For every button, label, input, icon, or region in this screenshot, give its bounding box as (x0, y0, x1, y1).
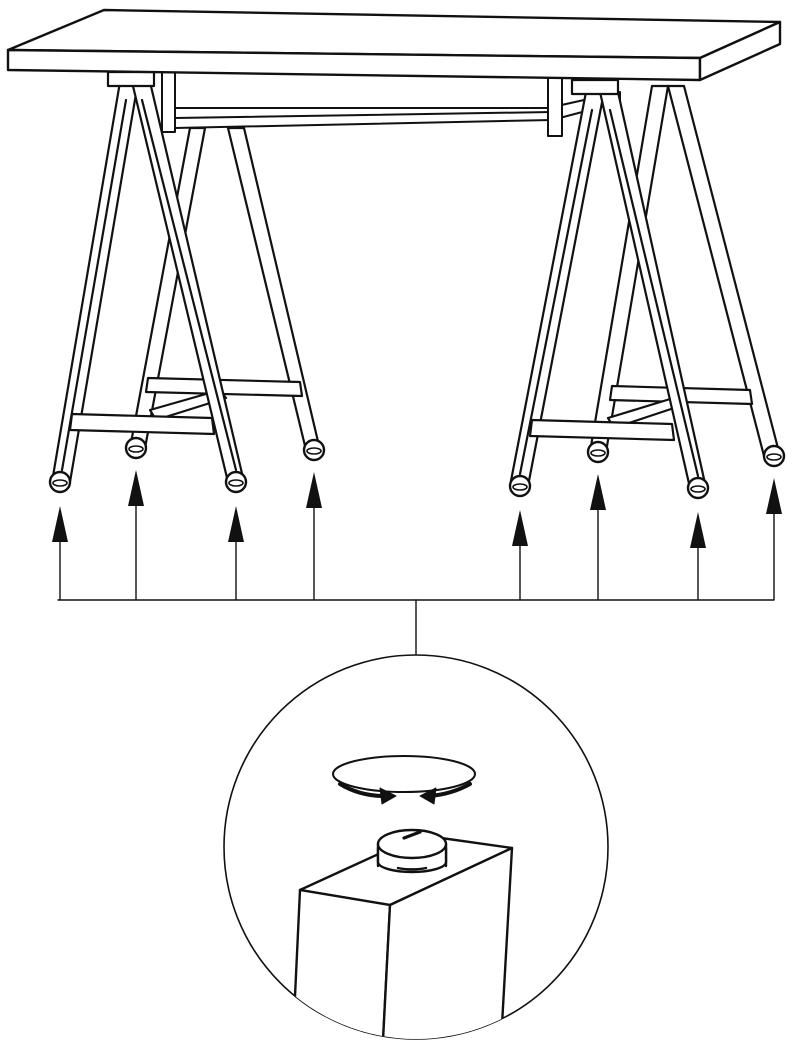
shelf (161, 71, 621, 137)
leg-foot-1 (48, 470, 72, 494)
up-arrow-icon (52, 506, 68, 600)
up-arrow-icon (228, 506, 244, 600)
left-trestle (50, 70, 322, 484)
leg-foot-4 (302, 438, 326, 462)
leg-foot-8 (762, 444, 786, 468)
leg-block (290, 833, 514, 1039)
up-arrow-icon (512, 510, 528, 600)
detail-circle (223, 654, 609, 1040)
right-trestle (508, 78, 782, 490)
leg-foot-6 (586, 440, 610, 464)
leg-feet (48, 436, 786, 500)
rotation-arrows-icon (332, 755, 476, 805)
up-arrow-icon (128, 470, 144, 600)
leg-foot-2 (124, 436, 148, 460)
up-arrow-icon (766, 478, 782, 600)
up-arrow-icon (590, 474, 606, 600)
rotating-foot-cap (376, 828, 448, 874)
up-arrow-icon (306, 472, 322, 600)
up-arrow-icon (690, 512, 706, 600)
leg-foot-5 (508, 474, 532, 498)
table-top (6, 8, 782, 82)
leg-foot-3 (224, 470, 248, 494)
leg-foot-7 (686, 476, 710, 500)
slot-mark (402, 830, 422, 840)
foot-arrows (52, 470, 782, 600)
